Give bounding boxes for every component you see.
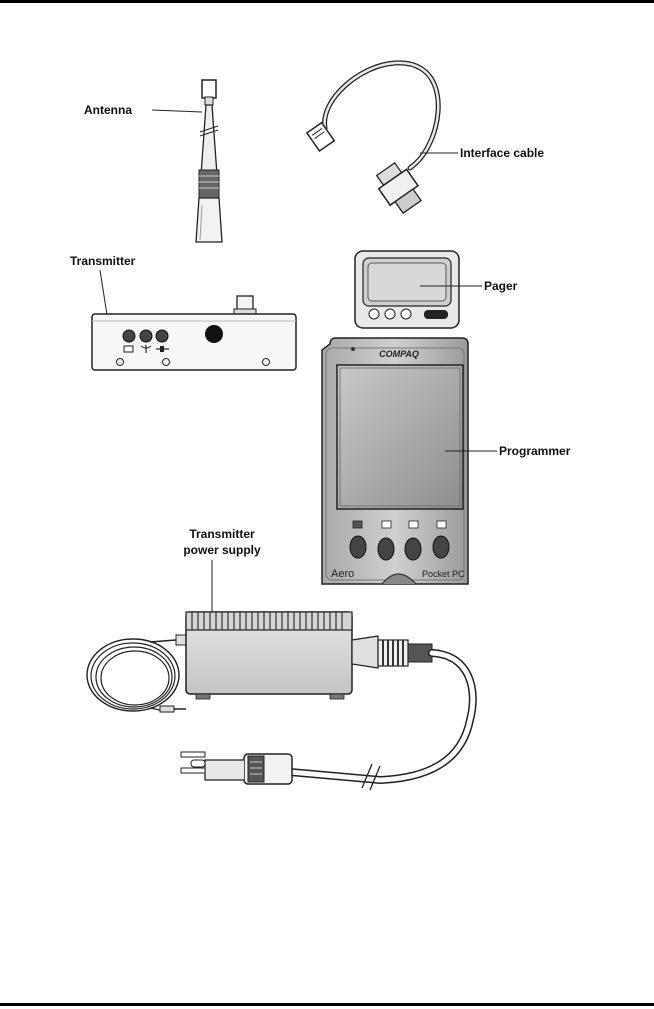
interface-cable-label: Interface cable (460, 146, 544, 160)
programmer-brand: COMPAQ (379, 349, 419, 359)
antenna (196, 80, 222, 242)
antenna-leader (152, 110, 202, 112)
transmitter-label: Transmitter (70, 254, 136, 268)
power-supply-label-line2: power supply (183, 543, 261, 557)
transmitter (92, 296, 296, 370)
programmer-model: Aero (331, 568, 354, 580)
programmer: COMPAQ Aero Pocket PC (322, 338, 468, 584)
programmer-platform: Pocket PC (422, 569, 465, 579)
programmer-label: Programmer (499, 444, 571, 458)
pager-label: Pager (484, 279, 518, 293)
interface-cable (307, 63, 438, 217)
pager (355, 251, 459, 328)
transmitter-leader (100, 270, 107, 315)
power-supply-label-line1: Transmitter (189, 527, 255, 541)
transmitter-power-supply (87, 612, 473, 790)
antenna-label: Antenna (84, 103, 132, 117)
